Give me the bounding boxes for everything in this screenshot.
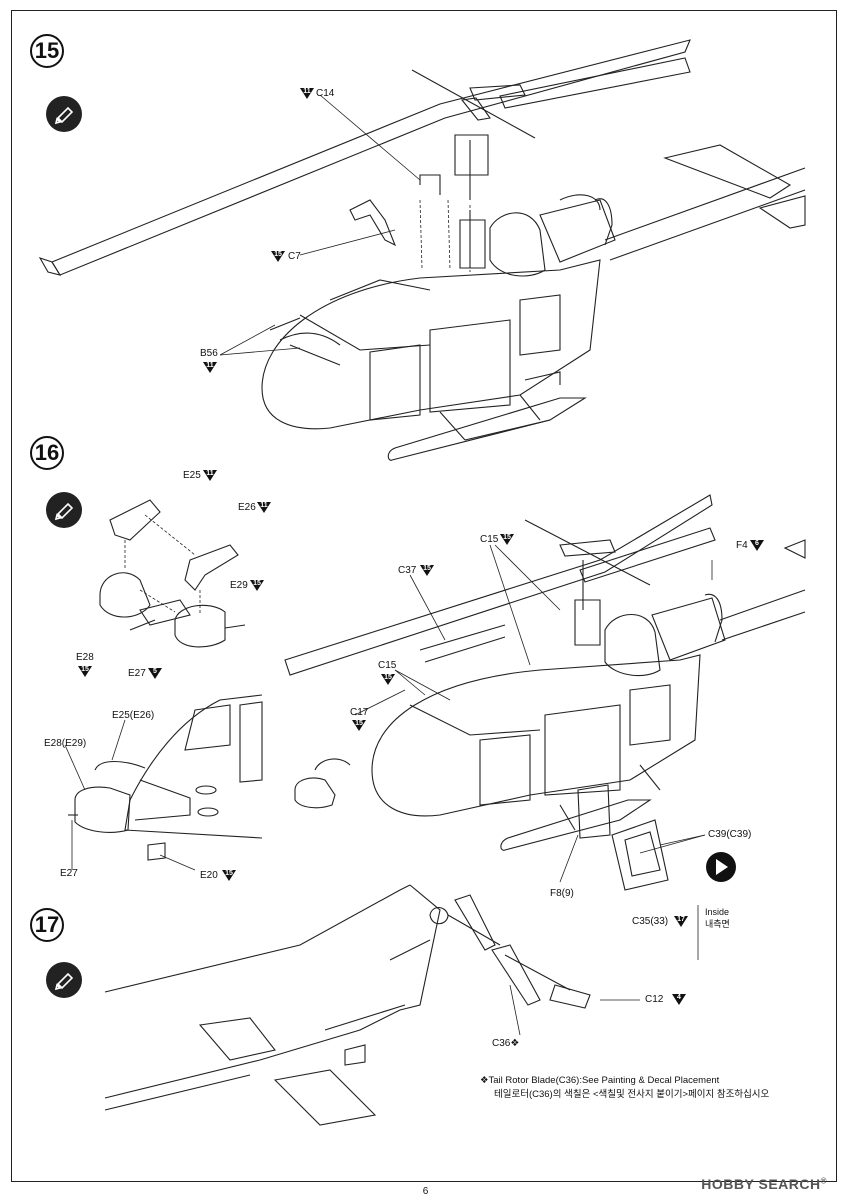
- color-marker: 15: [250, 580, 264, 591]
- part-label-b56: B56: [200, 348, 218, 359]
- color-marker: 11: [300, 88, 314, 99]
- part-label-e29: E29: [230, 580, 248, 591]
- part-label-c35: C35(33): [632, 916, 669, 927]
- part-label-c7: C7: [288, 251, 301, 262]
- part-label-c12: C12: [645, 994, 664, 1005]
- color-marker: 11: [257, 502, 271, 513]
- watermark: HOBBY SEARCH®: [701, 1176, 827, 1192]
- color-marker: 5: [148, 668, 162, 679]
- step16-exploded-leaders: [124, 514, 201, 615]
- painting-note: ❖Tail Rotor Blade(C36):See Painting & De…: [480, 1075, 770, 1100]
- step15-main-rotor-blade: [38, 39, 691, 276]
- step16-rotor-head: [524, 519, 651, 646]
- color-marker: 4: [672, 994, 686, 1005]
- direction-arrow-icon: [706, 852, 736, 882]
- step15-engine: [489, 194, 616, 277]
- step17-tail-rotor: [429, 894, 591, 1009]
- step16-doors: [419, 624, 669, 891]
- part-label-c14: C14: [316, 88, 335, 99]
- color-marker: 15: [500, 534, 514, 545]
- part-label-f4: F4: [736, 540, 748, 551]
- part-label-e20: E20: [200, 870, 218, 881]
- color-marker: 15: [222, 870, 236, 881]
- step17-leaders: [509, 984, 640, 1036]
- part-label-e27: E27: [128, 668, 146, 679]
- step16-main-rotor-blade: [284, 494, 716, 676]
- paint-brush-icon: [46, 962, 82, 998]
- step16-fuselage: [371, 654, 701, 817]
- step15-leaders: [219, 94, 471, 356]
- color-marker: 17: [674, 916, 688, 927]
- color-marker: 15: [381, 674, 395, 685]
- step15-rotor-head: [411, 69, 536, 269]
- part-label-e27-detail: E27: [60, 868, 78, 879]
- color-marker: 15: [271, 251, 285, 262]
- part-label-e25: E25: [183, 470, 201, 481]
- step16-detail-leaders: [64, 719, 196, 871]
- step16-detail-cockpit: [68, 694, 263, 861]
- color-marker: 6: [750, 540, 764, 551]
- step16-engine: [604, 593, 726, 677]
- step16-exhaust-assembled: [294, 758, 351, 809]
- step17-tail-boom: [104, 884, 441, 1126]
- step16-skids: [500, 764, 661, 851]
- step-number-15: 15: [30, 34, 64, 68]
- part-label-c15-left: C15: [378, 660, 397, 671]
- part-label-c39: C39(C39): [708, 829, 752, 840]
- part-label-f8: F8(9): [550, 888, 574, 899]
- page-number: 6: [422, 1186, 429, 1197]
- paint-brush-icon: [46, 492, 82, 528]
- step16-tail-boom: [719, 539, 806, 641]
- step16-leaders: [354, 544, 713, 883]
- part-label-c17: C17: [350, 707, 369, 718]
- step15-fuselage: [261, 259, 601, 430]
- part-label-e28-e29: E28(E29): [44, 738, 87, 749]
- step-number-17: 17: [30, 908, 64, 942]
- step-number-16: 16: [30, 436, 64, 470]
- part-label-e25-e26: E25(E26): [112, 710, 155, 721]
- step15-skids: [387, 371, 587, 461]
- step15-tail-boom: [604, 144, 806, 261]
- color-marker: 11: [203, 362, 217, 373]
- part-label-c36: C36❖: [492, 1038, 520, 1049]
- part-label-e26: E26: [238, 502, 256, 513]
- part-label-c15-top: C15: [480, 534, 499, 545]
- inside-label: Inside 내측면: [705, 907, 730, 929]
- part-label-c37: C37: [398, 565, 417, 576]
- color-marker: 15: [352, 720, 366, 731]
- color-marker: 15: [420, 565, 434, 576]
- step15-parts: [269, 174, 441, 366]
- part-label-e28: E28: [76, 652, 94, 663]
- page-frame: [11, 10, 837, 1182]
- color-marker: 15: [78, 666, 92, 677]
- paint-brush-icon: [46, 96, 82, 132]
- step16-exploded-exhaust: [99, 499, 246, 648]
- color-marker: 11: [203, 470, 217, 481]
